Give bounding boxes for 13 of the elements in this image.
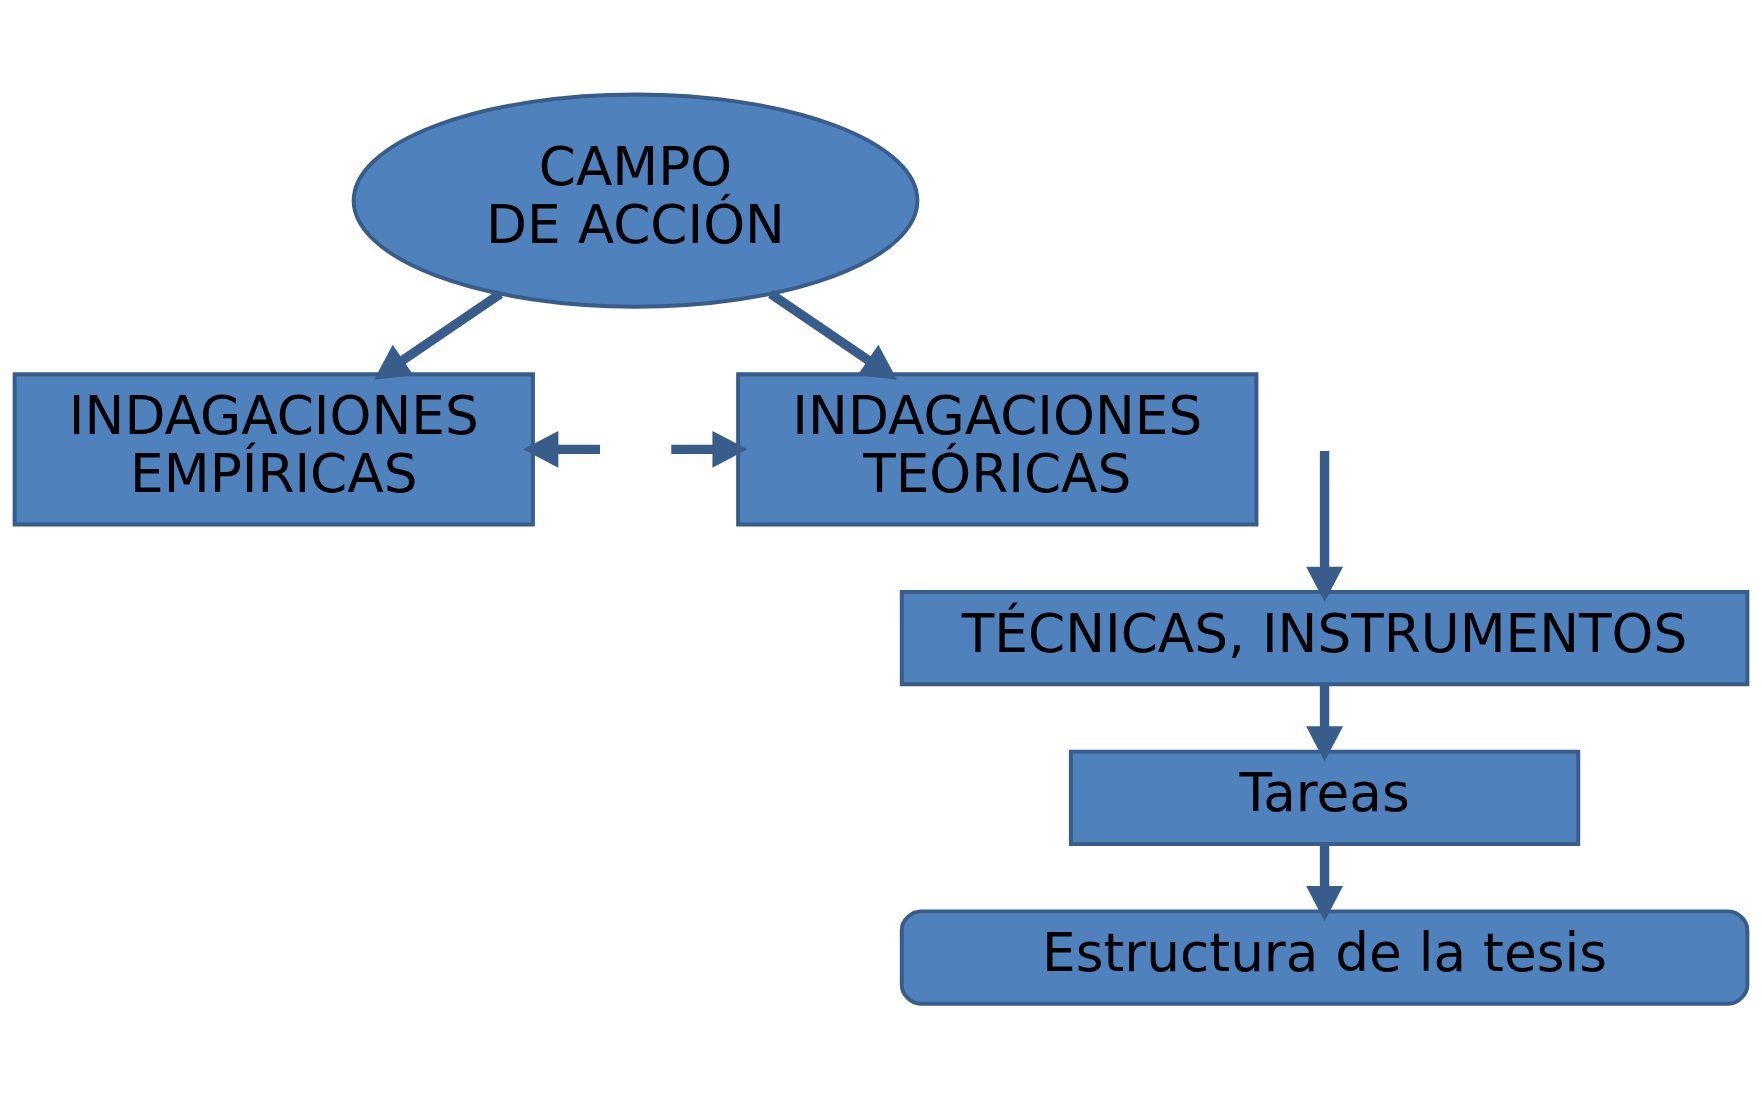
arrow [1306, 684, 1344, 761]
arrow [768, 289, 898, 380]
node-ellipse: CAMPO DE ACCIÓN [351, 92, 920, 309]
arrow [1306, 450, 1344, 602]
node-box: INDAGACIONES EMPÍRICAS [12, 371, 535, 526]
node-box: TÉCNICAS, INSTRUMENTOS [899, 589, 1750, 686]
arrow [1306, 843, 1344, 921]
node-box: Estructura de la tesis [899, 908, 1750, 1006]
arrow [373, 289, 503, 380]
node-box: INDAGACIONES TEÓRICAS [736, 371, 1259, 526]
arrow [523, 430, 600, 468]
node-box: Tareas [1068, 749, 1581, 846]
arrow [671, 430, 748, 468]
